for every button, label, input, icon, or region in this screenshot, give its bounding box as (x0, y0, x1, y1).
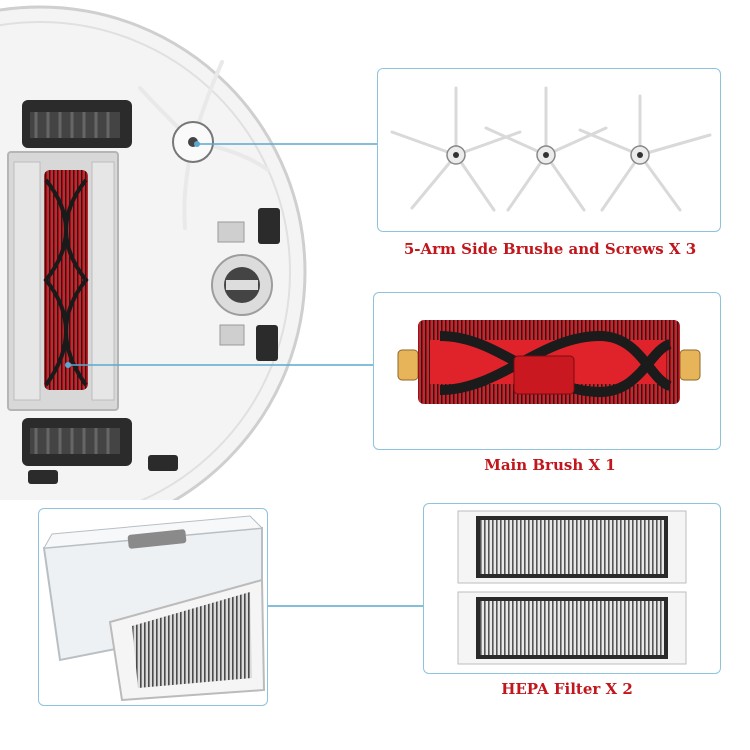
side-brush-caption: 5-Arm Side Brushe and Screws X 3 (403, 240, 697, 258)
hepa-filter-caption: HEPA Filter X 2 (501, 680, 633, 698)
main-brush-caption: Main Brush X 1 (484, 456, 616, 474)
